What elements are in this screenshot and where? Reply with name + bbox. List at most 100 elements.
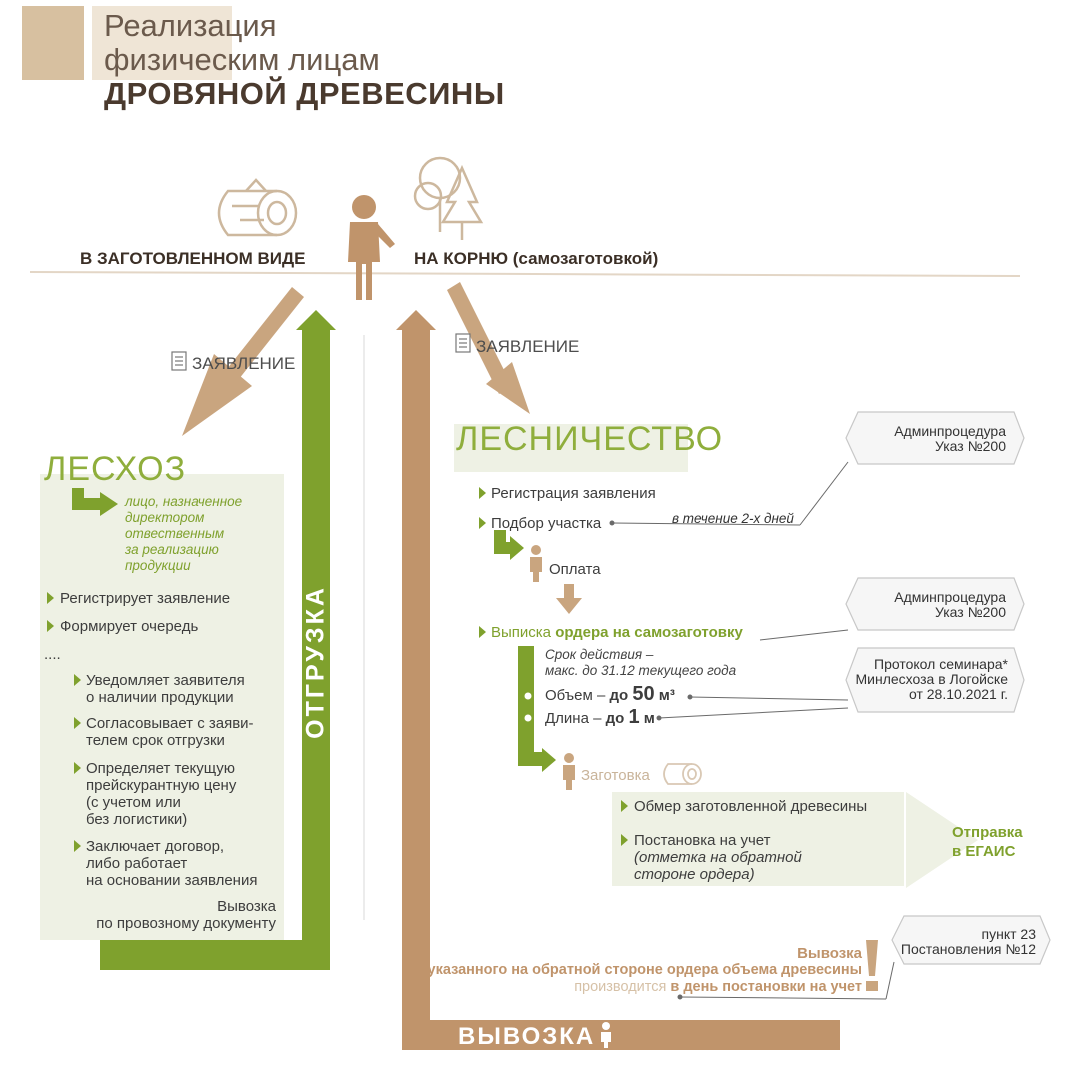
title-line-3: ДРОВЯНОЙ ДРЕВЕСИНЫ	[104, 76, 505, 111]
obem-prefix: до	[609, 687, 633, 704]
obem-dot	[524, 692, 532, 700]
log-icon	[217, 178, 298, 237]
bullet-arrow	[74, 717, 81, 729]
text-line: прейскурантную цену	[86, 777, 237, 794]
text-line: Уведомляет заявителя	[86, 672, 245, 689]
leshoz-sub-notify: Уведомляет заявителя о наличии продукции	[86, 672, 245, 706]
text-line: Указ №200	[934, 604, 1006, 620]
lesnichestvo-registration: Регистрация заявления	[491, 485, 656, 502]
text-line: Протокол семинара*	[874, 656, 1008, 672]
title-accent-light	[92, 6, 232, 80]
term-2-days: в течение 2-х дней	[672, 511, 794, 526]
note-vyvozka: Вывозка	[797, 945, 862, 962]
oplata-person-icon	[530, 545, 542, 582]
text-line: макс. до 31.12 текущего года	[545, 663, 737, 678]
text-line: либо работает	[86, 855, 188, 872]
bullet-arrow	[479, 517, 486, 529]
dlina-limit: Длина – до 1 м	[545, 706, 655, 728]
dlina-value: 1	[628, 706, 640, 728]
leshoz-ellipsis: ....	[44, 646, 61, 663]
responsible-line: продукции	[125, 558, 191, 573]
note-prefix: производится	[574, 979, 671, 995]
text-line: (с учетом или	[86, 794, 181, 811]
egais-arrow-panel	[906, 792, 978, 888]
box-adminprocedure-1: Админпроцедура Указ №200	[864, 424, 1006, 454]
bullet-arrow	[621, 800, 628, 812]
postanovka-label: Постановка на учет	[634, 832, 771, 849]
text-line: по провозному документу	[96, 915, 276, 932]
text-line: Срок действия –	[545, 647, 654, 662]
bullet-arrow	[479, 487, 486, 499]
order-bracket	[518, 646, 556, 772]
postanovka-note: (отметка на обратной стороне ордера)	[634, 849, 802, 883]
bullet-arrow	[74, 762, 81, 774]
box-adminprocedure-2: Админпроцедура Указ №200	[864, 590, 1006, 620]
text-line: Заключает договор,	[86, 838, 225, 855]
lesnichestvo-title: ЛЕСНИЧЕСТВО	[456, 420, 724, 458]
bullet-arrow	[479, 626, 486, 638]
srok-deystviya: Срок действия – макс. до 31.12 текущего …	[545, 647, 736, 679]
responsible-line: директором	[125, 510, 205, 525]
zagotovka-label: Заготовка	[581, 767, 650, 784]
responsible-line: отвественным	[125, 526, 225, 541]
document-icon-left	[171, 351, 187, 371]
vyvozka-label: ВЫВОЗКА	[458, 1023, 596, 1050]
responsible-line: лицо, назначенное	[125, 494, 243, 509]
person-icon	[348, 195, 395, 300]
responsible-arrow	[72, 488, 118, 516]
obem-unit: м³	[654, 687, 675, 704]
box-protocol: Протокол семинара* Минлесхоза в Логойске…	[852, 657, 1008, 702]
podbor-arrow	[494, 530, 524, 560]
connector-lines	[609, 461, 895, 1000]
bullet-arrow	[621, 834, 628, 846]
leshoz-panel	[40, 474, 284, 940]
lesnichestvo-podbor: Подбор участка	[491, 515, 602, 532]
text-line: Постановления №12	[900, 941, 1036, 957]
bullet-arrow	[47, 620, 54, 632]
arrow-to-lesnichestvo	[447, 282, 530, 414]
vyvozka-bar-shape	[396, 310, 840, 1050]
text-line: (отметка на обратной	[634, 849, 802, 866]
vypiska-order: Выписка ордера на самозаготовку	[491, 624, 743, 641]
dlina-unit: м	[639, 710, 655, 727]
otgruzka-label: ОТГРУЗКА	[301, 585, 330, 739]
leshoz-vyvozka: Вывозка по провозному документу	[60, 898, 276, 932]
text-line: о наличии продукции	[86, 689, 234, 706]
otpravka-egais: Отправка в ЕГАИС	[952, 823, 1023, 861]
title-line-1: Реализация	[104, 8, 277, 43]
box4-shape	[891, 915, 1051, 965]
branch-divider-line	[29, 271, 1021, 277]
obmer-panel	[612, 792, 904, 886]
vypiska-order-name: ордера на самозаготовку	[555, 624, 743, 641]
leshoz-sub-contract: Заключает договор, либо работает на осно…	[86, 838, 257, 889]
obmer-label: Обмер заготовленной древесины	[634, 798, 868, 815]
zayavlenie-left: ЗАЯВЛЕНИЕ	[192, 354, 296, 373]
dlina-label: Длина –	[545, 710, 606, 727]
text-line: Админпроцедура	[894, 423, 1006, 439]
document-icon-right	[455, 333, 471, 353]
lesnichestvo-title-panel	[454, 424, 688, 472]
text-line: без логистики)	[86, 811, 188, 828]
zagotovka-person-icon	[563, 753, 575, 790]
obem-value: 50	[632, 683, 655, 705]
text-line: пункт 23	[981, 926, 1036, 942]
text-line: Указ №200	[934, 438, 1006, 454]
dlina-prefix: до	[605, 710, 629, 727]
text-line: Минлесхоза в Логойске	[855, 671, 1008, 687]
vyvozka-person-icon	[601, 1022, 611, 1048]
text-line: Админпроцедура	[894, 589, 1006, 605]
otgruzka-bar	[100, 310, 336, 970]
branch-left-label: В ЗАГОТОВЛЕННОМ ВИДЕ	[80, 249, 306, 268]
leshoz-sub-agree: Согласовывает с заяви- телем срок отгруз…	[86, 715, 254, 749]
title-accent-square	[22, 6, 84, 80]
bullet-arrow	[74, 674, 81, 686]
zayavlenie-right: ЗАЯВЛЕНИЕ	[476, 337, 580, 356]
note-line-3: производится в день постановки на учет	[420, 979, 862, 995]
text-line: Определяет текущую	[86, 760, 236, 777]
oplata-label: Оплата	[549, 561, 601, 578]
box-punkt-23: пункт 23 Постановления №12	[900, 927, 1036, 957]
leshoz-step-queue: Формирует очередь	[60, 618, 199, 635]
note-emphasis: в день постановки на учет	[670, 979, 862, 995]
text-line: Согласовывает с заяви-	[86, 715, 254, 732]
